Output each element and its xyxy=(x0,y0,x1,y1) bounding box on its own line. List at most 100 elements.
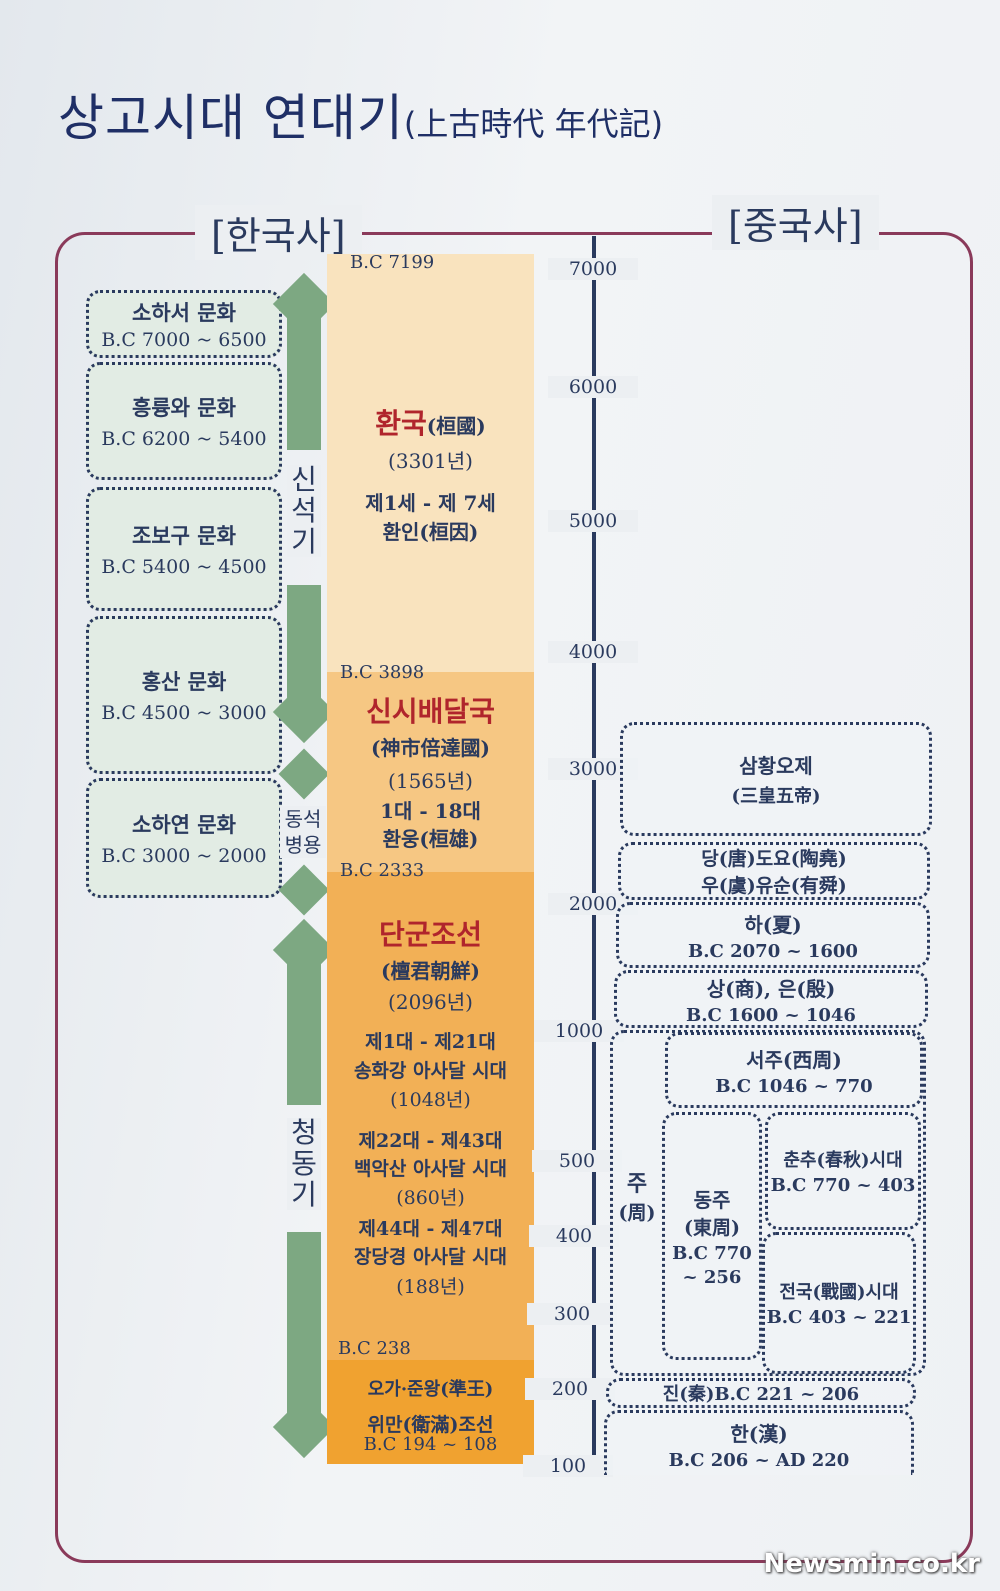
culture-name: 흥륭와 문화 xyxy=(132,395,236,420)
dangun-p2-years: (860년) xyxy=(396,1187,465,1209)
dynasty-range: B.C 403 ~ 221 xyxy=(766,1307,912,1328)
period-neolithic: 신석기 xyxy=(287,463,321,558)
sanhuang-box: 삼황오제 (三皇五帝) xyxy=(620,722,932,836)
axis-tick: 200 xyxy=(525,1378,615,1400)
eastern-zhou-box: 동주 (東周) B.C 770 ~ 256 xyxy=(662,1112,762,1360)
culture-box: 흥륭와 문화 B.C 6200 ~ 5400 xyxy=(86,362,282,480)
qin-box: 진(秦)B.C 221 ~ 206 xyxy=(606,1378,916,1408)
axis-tick: 7000 xyxy=(548,258,638,280)
dynasty-name: 삼황오제 xyxy=(739,754,813,778)
dangun-p2-place: 백악산 아사달 시대 xyxy=(353,1158,508,1180)
warring-states-box: 전국(戰國)시대 B.C 403 ~ 221 xyxy=(762,1232,916,1374)
dynasty-name: 상(商), 은(殷) xyxy=(706,976,836,1001)
spring-autumn-box: 춘추(春秋)시대 B.C 770 ~ 403 xyxy=(765,1112,921,1230)
watermark: Newsmin.co.kr xyxy=(763,1549,980,1579)
later-start: B.C 238 xyxy=(338,1338,411,1359)
baedal-rulers: 1대 - 18대 xyxy=(380,799,481,823)
dangun-hanja: (檀君朝鮮) xyxy=(381,959,480,983)
wiman-joseon: 위만(衛滿)조선 xyxy=(367,1414,494,1436)
korea-header: [한국사] xyxy=(195,205,362,260)
dynasty-range: B.C 770 ~ 403 xyxy=(770,1175,916,1196)
dangun-p2-rulers: 제22대 - 제43대 xyxy=(358,1130,503,1152)
dynasty-name: 서주(西周) xyxy=(746,1047,842,1072)
bronze-arrow xyxy=(287,1232,321,1427)
period-bronze: 청동기 xyxy=(287,1116,321,1211)
culture-range: B.C 5400 ~ 4500 xyxy=(101,556,267,578)
baedal-start: B.C 3898 xyxy=(340,662,425,683)
yao-shun-box: 당(唐)도요(陶堯) 우(虞)유순(有舜) xyxy=(618,842,930,900)
hwanguk-band xyxy=(327,254,534,672)
wiman-range: B.C 194 ~ 108 xyxy=(363,1434,498,1455)
baedal-hanja: (神市倍達國) xyxy=(371,736,490,760)
culture-range: B.C 4500 ~ 3000 xyxy=(101,702,267,724)
axis-tick: 500 xyxy=(532,1150,622,1172)
shang-box: 상(商), 은(殷) B.C 1600 ~ 1046 xyxy=(614,970,928,1028)
axis-tick: 300 xyxy=(527,1303,617,1325)
timeline-frame xyxy=(55,232,973,1563)
bronze-arrow xyxy=(287,950,321,1105)
culture-range: B.C 7000 ~ 6500 xyxy=(101,329,267,351)
han-box: 한(漢) B.C 206 ~ AD 220 xyxy=(604,1410,914,1475)
dynasty-range: B.C 206 ~ AD 220 xyxy=(668,1449,850,1471)
dynasty-range: B.C 2070 ~ 1600 xyxy=(688,940,858,962)
time-axis xyxy=(592,236,596,1472)
era-name: 환국 xyxy=(375,407,427,440)
oga-junwang: 오가·준왕(準王) xyxy=(367,1379,494,1400)
axis-tick: 1000 xyxy=(534,1020,624,1042)
title-sub: (上古時代 年代記) xyxy=(403,105,664,143)
dangun-p1-rulers: 제1대 - 제21대 xyxy=(365,1031,496,1053)
title-main: 상고시대 연대기 xyxy=(58,89,404,147)
axis-tick: 3000 xyxy=(548,758,638,780)
dangun-start: B.C 2333 xyxy=(340,860,425,881)
axis-tick: 100 xyxy=(523,1455,613,1477)
dynasty-name: 한(漢) xyxy=(730,1421,788,1446)
period-label: 신석기 xyxy=(291,463,317,558)
axis-tick: 6000 xyxy=(548,376,638,398)
culture-name: 소하서 문화 xyxy=(132,300,236,325)
hwanguk-start: B.C 7199 xyxy=(350,252,435,273)
dynasty-hanja: (三皇五帝) xyxy=(731,786,821,807)
culture-box: 소하연 문화 B.C 3000 ~ 2000 xyxy=(86,778,282,898)
period-label: 청동기 xyxy=(291,1116,317,1211)
axis-tick: 5000 xyxy=(548,510,638,532)
dangun-p3-years: (188년) xyxy=(396,1276,465,1298)
baedal-band xyxy=(327,672,534,872)
axis-tick: 2000 xyxy=(548,893,638,915)
western-zhou-box: 서주(西周) B.C 1046 ~ 770 xyxy=(665,1032,923,1108)
dynasty-line: 당(唐)도요(陶堯) xyxy=(701,848,847,870)
china-header: [중국사] xyxy=(712,195,879,250)
baedal-years: (1565년) xyxy=(388,769,473,793)
dynasty-range: ~ 256 xyxy=(682,1267,742,1288)
era-hanja: (桓國) xyxy=(426,414,486,438)
dangun-name: 단군조선 xyxy=(378,918,483,951)
dynasty-hanja: (周) xyxy=(618,1201,656,1224)
hwanguk-rulers: 제1세 - 제 7세 xyxy=(365,491,496,515)
dynasty-name: 전국(戰國)시대 xyxy=(779,1282,899,1303)
dynasty-range: B.C 1046 ~ 770 xyxy=(715,1075,873,1097)
dynasty-name: 동주 xyxy=(693,1188,731,1212)
dynasty-range: B.C 1600 ~ 1046 xyxy=(686,1004,856,1026)
culture-name: 홍산 문화 xyxy=(141,669,227,694)
dynasty-name: 하(夏) xyxy=(744,912,802,937)
culture-box: 홍산 문화 B.C 4500 ~ 3000 xyxy=(86,616,282,774)
dynasty-name: 춘추(春秋)시대 xyxy=(783,1150,903,1171)
baedal-title: 환웅(桓雄) xyxy=(382,827,479,851)
axis-tick: 4000 xyxy=(548,641,638,663)
baedal-name: 신시배달국 xyxy=(366,695,495,728)
page-title: 상고시대 연대기(上古時代 年代記) xyxy=(58,78,663,150)
neolithic-arrow xyxy=(287,300,321,450)
period-label: 동석병용 xyxy=(284,807,322,857)
dynasty-hanja: (東周) xyxy=(684,1217,740,1239)
later-band xyxy=(327,1360,534,1464)
dynasty-line: 우(虞)유순(有舜) xyxy=(701,875,847,897)
period-chalcolithic: 동석병용 xyxy=(280,806,326,858)
hwanguk-name: 환국(桓國) xyxy=(327,402,534,442)
hwanguk-years: (3301년) xyxy=(388,449,473,473)
dangun-p1-place: 송화강 아사달 시대 xyxy=(353,1060,508,1082)
culture-range: B.C 3000 ~ 2000 xyxy=(101,845,267,867)
dynasty-label: 진(秦)B.C 221 ~ 206 xyxy=(662,1384,860,1405)
hwanguk-title: 환인(桓因) xyxy=(382,520,479,544)
culture-range: B.C 6200 ~ 5400 xyxy=(101,428,267,450)
zhou-label: 주 (周) xyxy=(612,1150,662,1240)
dangun-band xyxy=(327,872,534,1360)
